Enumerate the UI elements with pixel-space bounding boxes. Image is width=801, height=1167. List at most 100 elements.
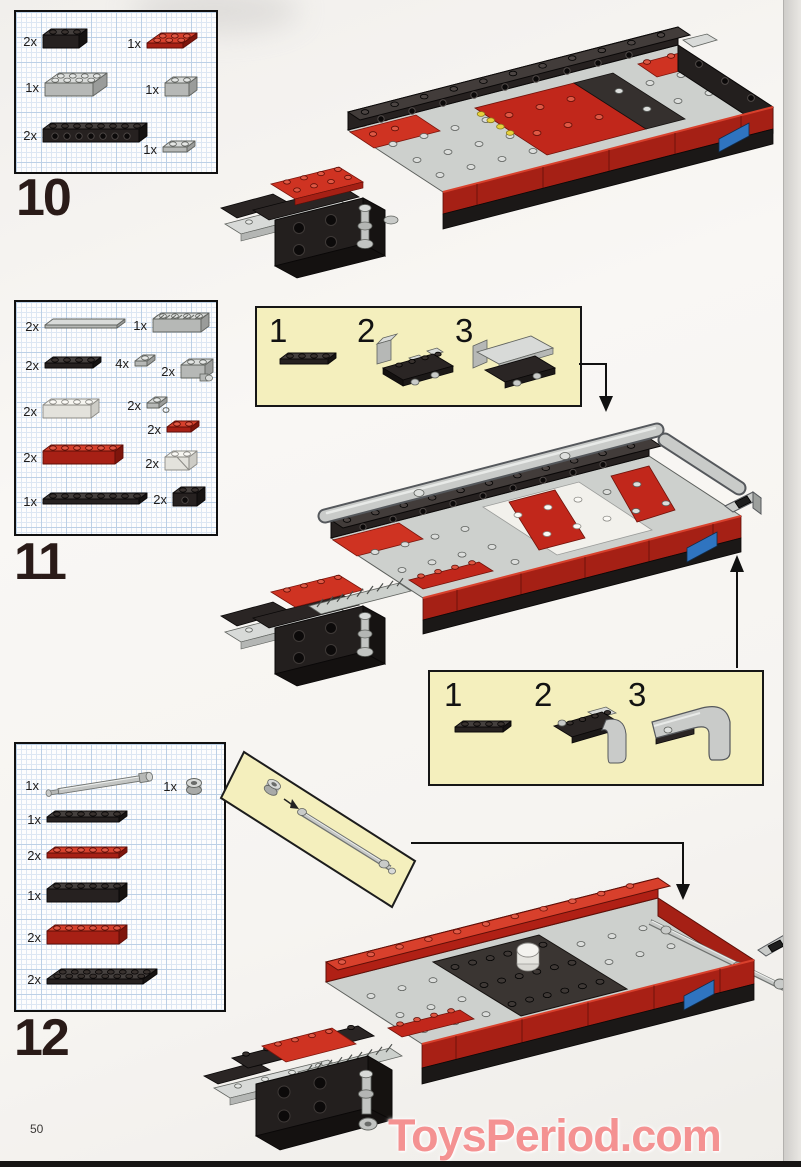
part-entry: 2x [20,122,151,148]
part-entry: 1x [142,76,201,102]
part-entry: 2x [20,444,127,470]
front-side-bricks [442,106,774,230]
callout-plate-drawing [454,720,515,738]
gray-engine-block-icon [180,358,217,384]
part-qty: 2x [25,357,39,373]
rear-red-bricks [324,877,755,983]
rear-technic-wall [346,26,774,134]
page-edge-shadow [783,0,801,1167]
gray-1x2-plate-icon [162,140,199,158]
white-corner-brick-icon [164,450,201,476]
part-qty: 1x [27,811,41,827]
gray-grille-brick-icon [152,312,213,338]
page-bottom-bar [0,1161,801,1167]
part-qty: 2x [27,847,41,863]
part-qty: 1x [25,777,39,793]
gray-clip-plate-icon [146,396,171,414]
part-qty: 2x [23,33,37,49]
part-entry: 1x [124,32,201,54]
part-entry: 2x [22,356,105,374]
arrow-callout-top-to-model [579,363,613,412]
step-number-12: 12 [14,1009,70,1067]
part-entry: 1x [160,776,206,797]
part-qty: 2x [25,318,39,334]
part-qty: 1x [163,779,177,794]
steering-assembly [220,574,412,687]
parts-box-step-10: 2x 1x 1x 1x 2x 1x [14,10,218,174]
side-rail-assembly [317,422,762,524]
part-entry: 2x [142,450,201,476]
callout-assembly-drawing [467,326,571,400]
part-qty: 2x [147,421,161,437]
part-entry: 2x [124,396,171,414]
gray-1x1-plate-icon [134,354,159,372]
assembly-drawing-step-11 [220,422,762,687]
part-entry: 4x [112,354,159,372]
callout-number-1: 1 [444,676,463,713]
part-entry: 2x [20,28,91,54]
toysperiod-watermark: ToysPeriod.com [388,1110,722,1161]
part-entry: 2x [158,358,217,384]
red-2x3-plate-icon [146,32,201,54]
black-1x3-brick-icon [42,28,91,54]
part-entry: 2x [24,968,161,990]
red-1x6-plate-icon [46,846,131,864]
callout-assembly-drawing [369,330,465,398]
parts-box-step-12: 1x 1x 1x [14,742,226,1012]
part-qty: 2x [23,127,37,143]
part-qty: 4x [115,355,129,371]
callout-number-3: 3 [455,312,474,349]
part-qty: 2x [145,455,159,471]
parts-box-step-11: 2x 1x 2x 4x 2x 2x 2x 2x 2x 2x 1x 2x [14,300,218,536]
part-entry: 2x [20,398,103,424]
red-1x2-plate-icon [166,420,203,438]
part-qty: 1x [133,317,147,333]
part-entry: 1x [130,312,213,338]
part-qty: 1x [127,35,141,51]
chassis-deck [346,33,775,193]
assembly-drawing-step-12 [202,877,795,1151]
part-qty: 1x [145,81,159,97]
black-1x8-plate-icon [42,492,151,510]
gray-2x4-brick-icon [44,72,111,102]
bush-drawing [263,778,281,796]
part-qty: 2x [23,403,37,419]
part-entry: 1x [24,810,131,828]
part-qty: 1x [25,79,39,95]
red-1x6-brick-icon [42,444,127,470]
callout-number-1: 1 [269,312,288,349]
black-2x8-plate-icon [46,968,161,990]
part-entry: 1x [22,768,156,802]
front-side-bricks [422,515,742,635]
black-1x6-plate-icon [46,810,131,828]
part-qty: 2x [23,449,37,465]
part-qty: 2x [127,397,141,413]
part-entry: 1x [20,492,151,510]
red-1x6-brick-icon [46,924,131,950]
page-number: 50 [30,1122,44,1136]
callout-assembly-drawing [544,690,644,776]
callout-plate-drawing [279,352,340,370]
black-1x8-technic-brick-icon [42,122,151,148]
subassembly-callout-top: 1 2 3 [255,306,582,407]
part-entry: 2x [24,924,131,950]
part-qty: 1x [143,141,157,157]
callout-assembly-drawing [638,686,752,776]
part-qty: 2x [27,929,41,945]
callout-number-2: 2 [534,676,553,713]
step-number-11: 11 [14,533,67,591]
part-entry: 2x [144,420,203,438]
assembly-drawing-step-10 [220,26,775,279]
callout-number-3: 3 [628,676,647,713]
gray-axle-icon [44,768,156,802]
part-entry: 1x [22,72,111,102]
step-number-10: 10 [16,169,72,227]
black-1x6-brick-icon [46,882,131,908]
part-entry: 1x [24,882,131,908]
gray-wing-tile-icon [44,318,129,334]
front-side-bricks [421,959,755,1085]
callout-number-2: 2 [357,312,376,349]
part-qty: 2x [153,491,167,507]
gray-1x2-brick-icon [164,76,201,102]
part-entry: 1x [140,140,199,158]
